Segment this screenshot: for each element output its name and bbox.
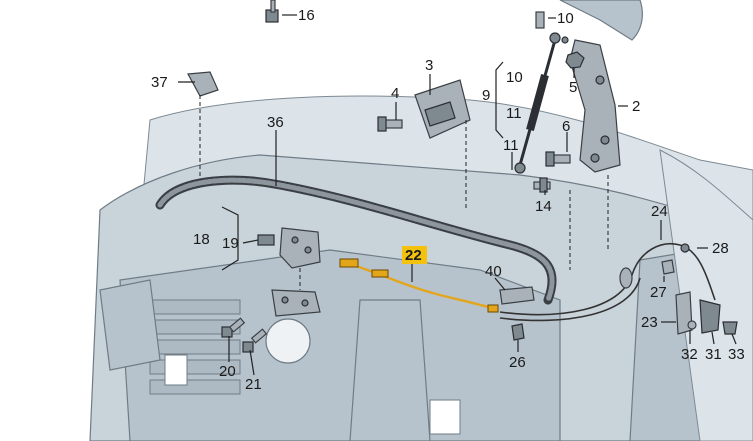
bonnet-hinge (569, 39, 621, 173)
clip-37 (187, 71, 219, 97)
callout-31: 31 (705, 346, 722, 363)
release-cable-22 (339, 258, 499, 313)
release-cable-24 (499, 243, 716, 322)
callout-16: 16 (298, 7, 315, 24)
callout-10-mid: 10 (506, 69, 523, 86)
gas-strut (514, 32, 561, 174)
bolt-20 (221, 317, 246, 338)
highlight-box (402, 246, 427, 264)
vehicle-body (89, 95, 753, 441)
callout-28: 28 (712, 240, 729, 257)
callout-32: 32 (681, 346, 698, 363)
leader-lines (178, 14, 737, 376)
bolt-14 (533, 177, 551, 193)
release-handle (499, 286, 535, 305)
bonnet-lock (257, 227, 321, 269)
clip-10 (535, 11, 569, 44)
callout-11-low: 11 (503, 137, 519, 154)
callout-40: 40 (485, 263, 502, 280)
callout-22: 22 (405, 247, 422, 264)
callout-9: 9 (482, 87, 490, 104)
callout-5: 5 (569, 79, 577, 96)
bolt-6 (545, 151, 571, 167)
callout-6: 6 (562, 118, 570, 135)
callout-14: 14 (535, 198, 552, 215)
nut-5 (565, 51, 585, 69)
installation-guides (199, 95, 609, 290)
callout-27: 27 (650, 284, 667, 301)
callout-23: 23 (641, 314, 658, 331)
callout-24: 24 (651, 203, 668, 220)
callout-labels: 16 10 3 37 4 9 10 11 5 2 36 6 11 14 24 1… (151, 7, 745, 393)
clip-33 (722, 321, 738, 335)
callout-3: 3 (425, 57, 433, 74)
clip-32 (687, 320, 697, 330)
bolt-21 (242, 328, 268, 353)
callout-4: 4 (391, 85, 399, 102)
callout-26: 26 (509, 354, 526, 371)
callout-19: 19 (222, 235, 239, 252)
clip-26 (511, 323, 525, 341)
callout-11-mid: 11 (506, 105, 522, 122)
bracket-part (414, 79, 471, 139)
bonnet-panel (559, 0, 643, 41)
callout-21: 21 (245, 376, 262, 393)
callout-33: 33 (728, 346, 745, 363)
lock-carrier (271, 289, 321, 317)
lever-27 (661, 259, 675, 275)
callout-18: 18 (193, 231, 210, 248)
bolt-16 (265, 0, 279, 23)
callout-2: 2 (632, 98, 640, 115)
bolt-4 (377, 116, 403, 132)
callout-37: 37 (151, 74, 168, 91)
housing-31 (699, 299, 721, 334)
callout-20: 20 (219, 363, 236, 380)
callout-10-top: 10 (557, 10, 574, 27)
callout-36: 36 (267, 114, 284, 131)
